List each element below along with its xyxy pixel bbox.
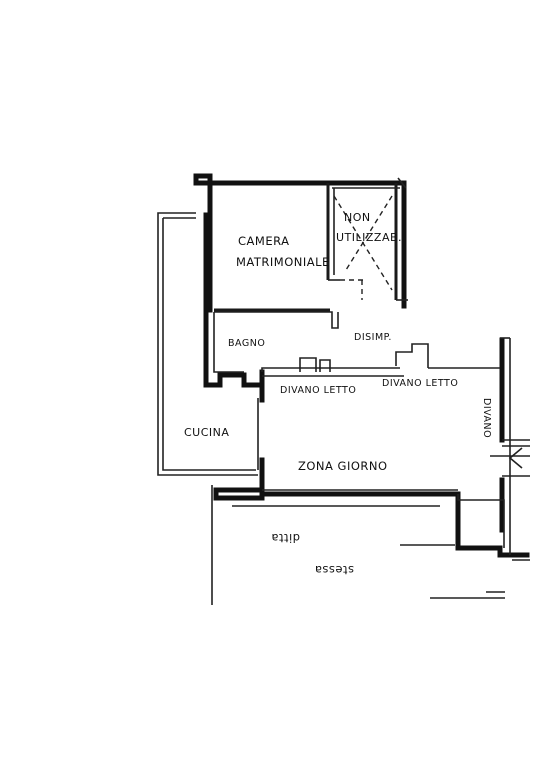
outer-walls — [193, 173, 530, 558]
label-zona-giorno: ZONA GIORNO — [298, 459, 388, 473]
label-ditta: ditta — [271, 531, 300, 545]
label-divano-letto-2: DIVANO LETTO — [382, 378, 458, 389]
label-stessa: stessa — [314, 563, 354, 577]
label-non-line2: UTILIZZAB. — [336, 231, 402, 244]
outside-labels: ditta stessa — [271, 531, 354, 577]
label-camera-line2: MATRIMONIALE — [236, 255, 330, 269]
label-cucina: CUCINA — [184, 426, 229, 439]
room-labels: CAMERA MATRIMONIALE NON UTILIZZAB. BAGNO… — [184, 211, 492, 473]
label-disimp: DISIMP. — [354, 332, 392, 343]
label-bagno: BAGNO — [228, 338, 265, 349]
thin-walls — [157, 177, 530, 605]
label-camera-line1: CAMERA — [238, 234, 289, 248]
label-non-line1: NON — [344, 211, 371, 224]
label-divano: DIVANO — [481, 398, 492, 438]
label-divano-letto-1: DIVANO LETTO — [280, 385, 356, 396]
dashed-lines — [333, 195, 393, 300]
